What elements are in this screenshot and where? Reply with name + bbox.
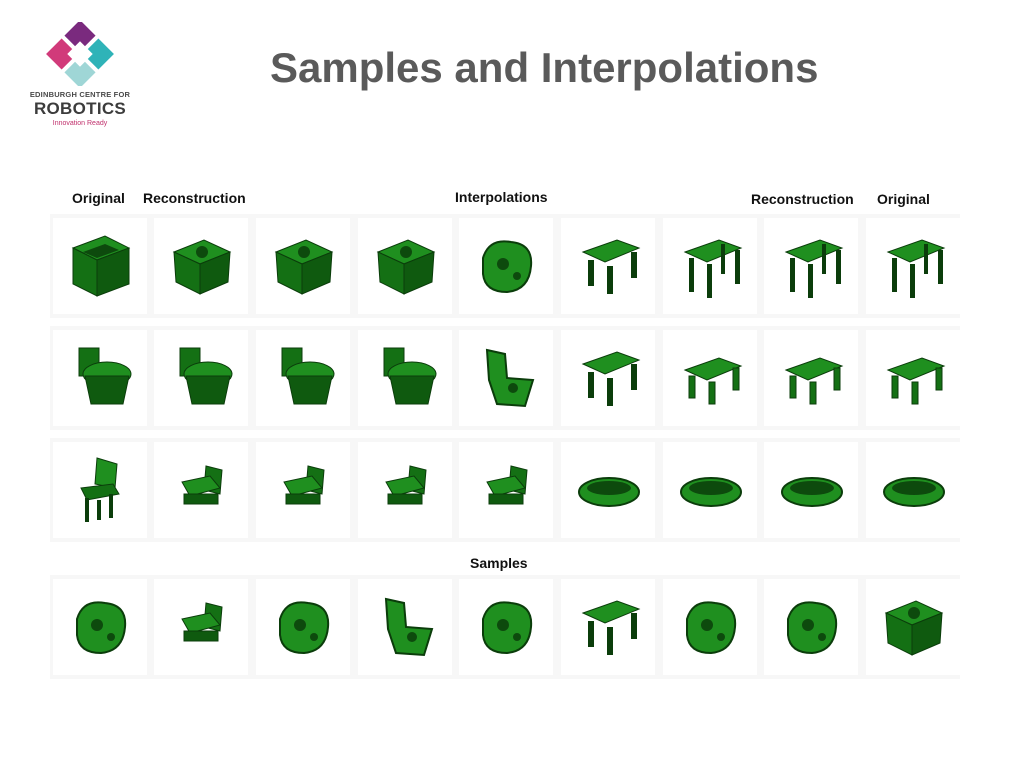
voxel-toilet-icon (179, 347, 233, 405)
voxel-table-icon (886, 239, 946, 298)
voxel-thumbnail (459, 442, 553, 538)
voxel-thumbnail (866, 579, 960, 675)
voxel-thumbnail (154, 330, 248, 426)
voxel-toilet-rough-icon (485, 348, 535, 408)
voxel-thumbnail (53, 442, 147, 538)
voxel-toilet-icon (281, 347, 335, 405)
voxel-thumbnail (256, 442, 350, 538)
voxel-table-icon (784, 239, 844, 298)
voxel-blob-icon (279, 601, 330, 655)
logo-line1: EDINBURGH CENTRE FOR (29, 90, 131, 99)
voxel-blob-icon (482, 601, 533, 655)
voxel-thumbnail (459, 330, 553, 426)
voxel-table-rough-icon (581, 600, 641, 655)
voxel-thumbnail (358, 579, 452, 675)
row-sofa-to-table (50, 214, 960, 318)
voxel-table-rough-icon (581, 239, 641, 294)
voxel-thumbnail (663, 330, 757, 426)
voxel-tub-icon (578, 477, 640, 507)
voxel-thumbnail (256, 579, 350, 675)
voxel-chair-small-icon (181, 465, 223, 505)
voxel-sofa-blob-icon (376, 239, 436, 295)
voxel-blob-icon (787, 601, 838, 655)
voxel-blob-icon (686, 601, 737, 655)
voxel-thumbnail (256, 330, 350, 426)
voxel-thumbnail (53, 330, 147, 426)
voxel-table-low-icon (886, 357, 946, 405)
voxel-thumbnail (358, 218, 452, 314)
voxel-thumbnail (866, 442, 960, 538)
voxel-thumbnail (866, 330, 960, 426)
voxel-thumbnail (561, 218, 655, 314)
voxel-thumbnail (256, 218, 350, 314)
voxel-table-low-icon (784, 357, 844, 405)
row-toilet-to-table (50, 326, 960, 430)
header-reconstruction-left: Reconstruction (143, 190, 246, 206)
voxel-blob-icon (76, 601, 127, 655)
voxel-thumbnail (561, 330, 655, 426)
voxel-table-icon (683, 239, 743, 298)
logo-line2: ROBOTICS (33, 99, 127, 118)
voxel-table-rough-icon (581, 351, 641, 406)
logo-mark-icon (46, 22, 114, 86)
row-samples (50, 575, 960, 679)
voxel-thumbnail (764, 218, 858, 314)
voxel-tub-icon (883, 477, 945, 507)
voxel-tub-icon (781, 477, 843, 507)
voxel-thumbnail (53, 218, 147, 314)
voxel-chair-small-icon (181, 602, 223, 642)
voxel-thumbnail (561, 442, 655, 538)
header-original-left: Original (72, 190, 125, 206)
voxel-thumbnail (663, 579, 757, 675)
voxel-thumbnail (764, 442, 858, 538)
voxel-thumbnail (154, 218, 248, 314)
voxel-thumbnail (866, 218, 960, 314)
voxel-blob-icon (482, 240, 533, 294)
voxel-thumbnail (358, 330, 452, 426)
voxel-sofa-blob-icon (274, 239, 334, 295)
voxel-tub-icon (680, 477, 742, 507)
logo-tagline: Innovation Ready (52, 120, 108, 127)
voxel-thumbnail (358, 442, 452, 538)
voxel-table-low-icon (683, 357, 743, 405)
voxel-thumbnail (561, 579, 655, 675)
voxel-thumbnail (663, 442, 757, 538)
row-chair-to-tub (50, 438, 960, 542)
voxel-chair-small-icon (385, 465, 427, 505)
header-original-right: Original (877, 191, 930, 207)
voxel-toilet-icon (78, 347, 132, 405)
voxel-chair-small-icon (486, 465, 528, 505)
voxel-toilet-icon (383, 347, 437, 405)
voxel-sofa-blob-icon (172, 239, 232, 295)
voxel-thumbnail (459, 579, 553, 675)
voxel-chair-icon (80, 457, 120, 522)
header-reconstruction-right: Reconstruction (751, 191, 854, 207)
voxel-thumbnail (154, 442, 248, 538)
voxel-sofa-blob-icon (884, 600, 944, 656)
header-interpolations: Interpolations (455, 189, 548, 205)
voxel-thumbnail (764, 579, 858, 675)
edinburgh-robotics-logo: EDINBURGH CENTRE FOR ROBOTICS Innovation… (24, 22, 136, 132)
voxel-toilet-rough-icon (384, 597, 434, 657)
voxel-chair-small-icon (283, 465, 325, 505)
voxel-sofa-icon (71, 235, 131, 297)
voxel-thumbnail (764, 330, 858, 426)
voxel-thumbnail (663, 218, 757, 314)
header-samples: Samples (470, 555, 528, 571)
voxel-thumbnail (154, 579, 248, 675)
voxel-thumbnail (459, 218, 553, 314)
voxel-thumbnail (53, 579, 147, 675)
slide-title: Samples and Interpolations (270, 44, 819, 91)
